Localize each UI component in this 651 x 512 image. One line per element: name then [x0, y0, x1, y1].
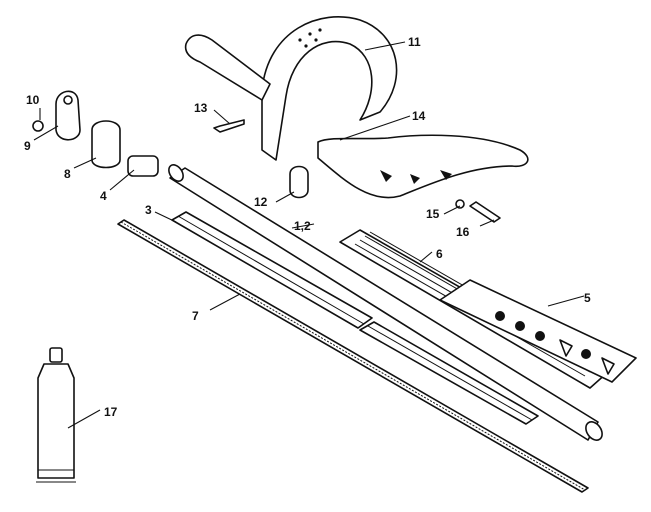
callout-4: 4	[100, 189, 107, 203]
callout-8: 8	[64, 167, 71, 181]
callout-11: 11	[408, 35, 421, 49]
clamp-12	[289, 165, 309, 199]
callout-1-2: 1,2	[294, 219, 311, 233]
callout-12: 12	[254, 195, 268, 209]
clamp-8	[91, 120, 121, 169]
bike-handle	[184, 16, 398, 161]
callout-3: 3	[145, 203, 152, 217]
callout-7: 7	[192, 309, 199, 323]
callout-16: 16	[456, 225, 470, 239]
callout-10: 10	[26, 93, 40, 107]
callout-15: 15	[426, 207, 440, 221]
bushing-4	[127, 155, 159, 177]
leader-lines	[33, 41, 585, 429]
liner	[171, 211, 539, 425]
callout-5: 5	[584, 291, 591, 305]
callout-14: 14	[412, 109, 426, 123]
callout-17: 17	[104, 405, 118, 419]
screw-13	[213, 119, 245, 133]
callout-6: 6	[436, 247, 443, 261]
grease-tube	[36, 347, 76, 483]
callout-13: 13	[194, 101, 208, 115]
drive-shaft	[117, 219, 589, 493]
screw-16	[469, 201, 501, 223]
callouts: 11 13 14 10 9 8 4 12 3 1,2 15 16 6 5 7 1…	[24, 35, 591, 419]
washer-15	[455, 199, 465, 209]
screw-10	[32, 120, 44, 132]
carrier-9	[55, 90, 81, 141]
handle-grip	[317, 134, 529, 199]
drive-tube	[168, 164, 603, 441]
callout-9: 9	[24, 139, 31, 153]
label-5	[439, 279, 637, 383]
